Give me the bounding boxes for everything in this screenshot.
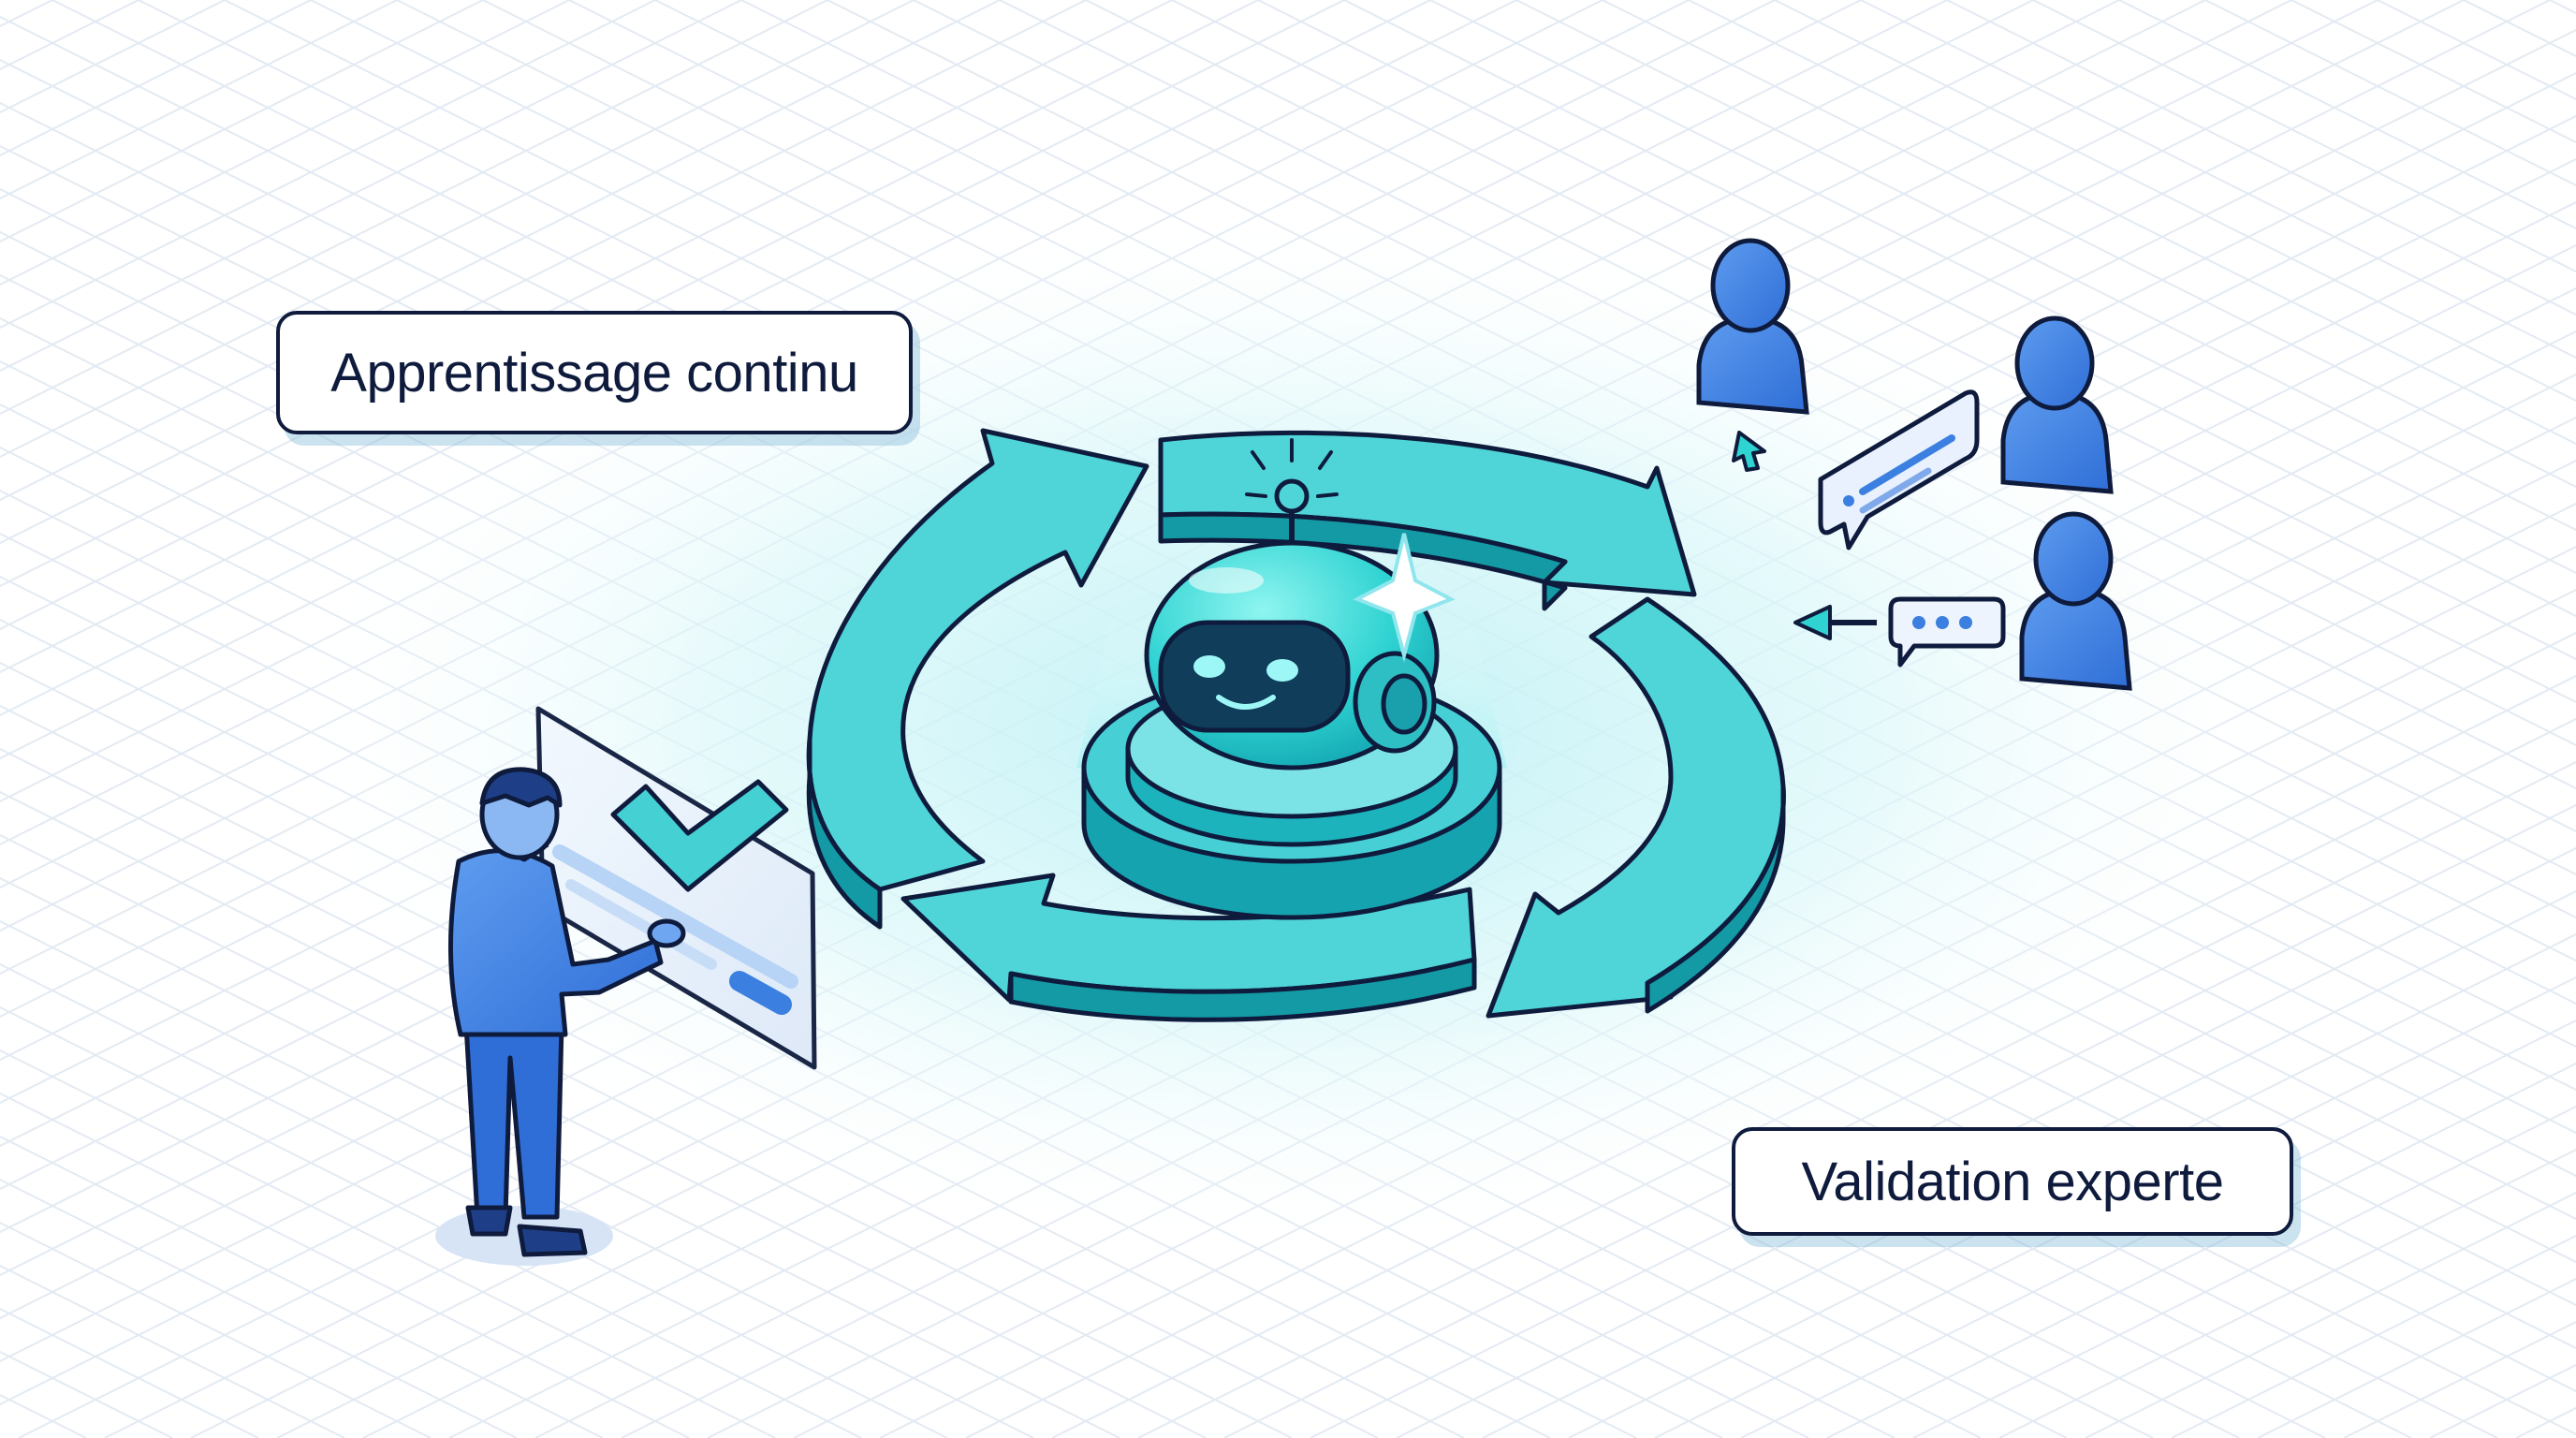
grid-line [2463,0,2576,58]
grid-line [2032,0,2576,273]
grid-line [0,0,1087,545]
grid-line [0,0,1173,588]
cycle-arrow-bottom-side [1008,957,1477,1022]
user-icon-middle [2000,315,2114,494]
grid-line [1946,0,2576,316]
sparkle-icon [1353,533,1456,663]
grid-line [0,1092,690,1438]
grid-line [0,0,484,243]
chat-bubble-icon [1818,389,1980,550]
cycle-arrow-right-side [1645,784,1786,1014]
cycle-arrow-left-side [806,737,883,930]
grid-line [0,833,1207,1438]
grid-line [1602,0,2576,489]
label-continuous-learning-text: Apprentissage continu [330,342,858,404]
grid-line [2549,0,2576,15]
arrow-cursor-icon [1732,431,1766,472]
checkmark-icon [610,779,789,892]
grid-line [1860,0,2576,360]
label-expert-validation-text: Validation experte [1801,1151,2224,1212]
grid-line [2291,0,2576,144]
grid-line [0,1307,259,1438]
user-icon-top [1696,238,1809,415]
expert-person-icon [435,767,686,1266]
grid-line [0,1393,87,1438]
grid-line [1998,1148,2576,1438]
signal-rays [1245,438,1339,498]
grid-line [0,0,828,416]
grid-line [0,1178,518,1438]
grid-line [2377,0,2576,101]
grid-line [0,0,1001,502]
grid-line [0,0,915,459]
grid-line [0,1135,604,1438]
grid-line [2429,1363,2576,1438]
grid-line [1515,0,2576,532]
grid-line [0,0,742,373]
arrow-left-icon [1793,605,1877,640]
grid-line [0,876,1120,1438]
grid-line [0,0,1259,631]
cycle-arrows-icon [806,428,1786,1022]
grid-line [0,0,1345,674]
grid-line [0,962,948,1438]
grid-line [1257,0,2576,661]
label-continuous-learning: Apprentissage continu [276,311,913,434]
user-icon-bottom [2019,511,2132,691]
grid-line [1826,1062,2576,1438]
label-expert-validation: Validation experte [1732,1127,2293,1236]
cycle-arrow-left [806,428,1149,892]
grid-line [1429,0,2576,575]
typing-bubble-icon [1888,596,2006,668]
grid-line [2085,1191,2576,1438]
grid-line [0,1049,776,1438]
grid-line [1688,0,2576,446]
grid-line [0,790,1293,1438]
grid-line [0,0,656,330]
grid-line [1343,0,2576,618]
grid-line [1912,1105,2576,1438]
grid-line [0,1005,862,1438]
grid-line [0,0,570,286]
grid-line [1774,0,2576,403]
